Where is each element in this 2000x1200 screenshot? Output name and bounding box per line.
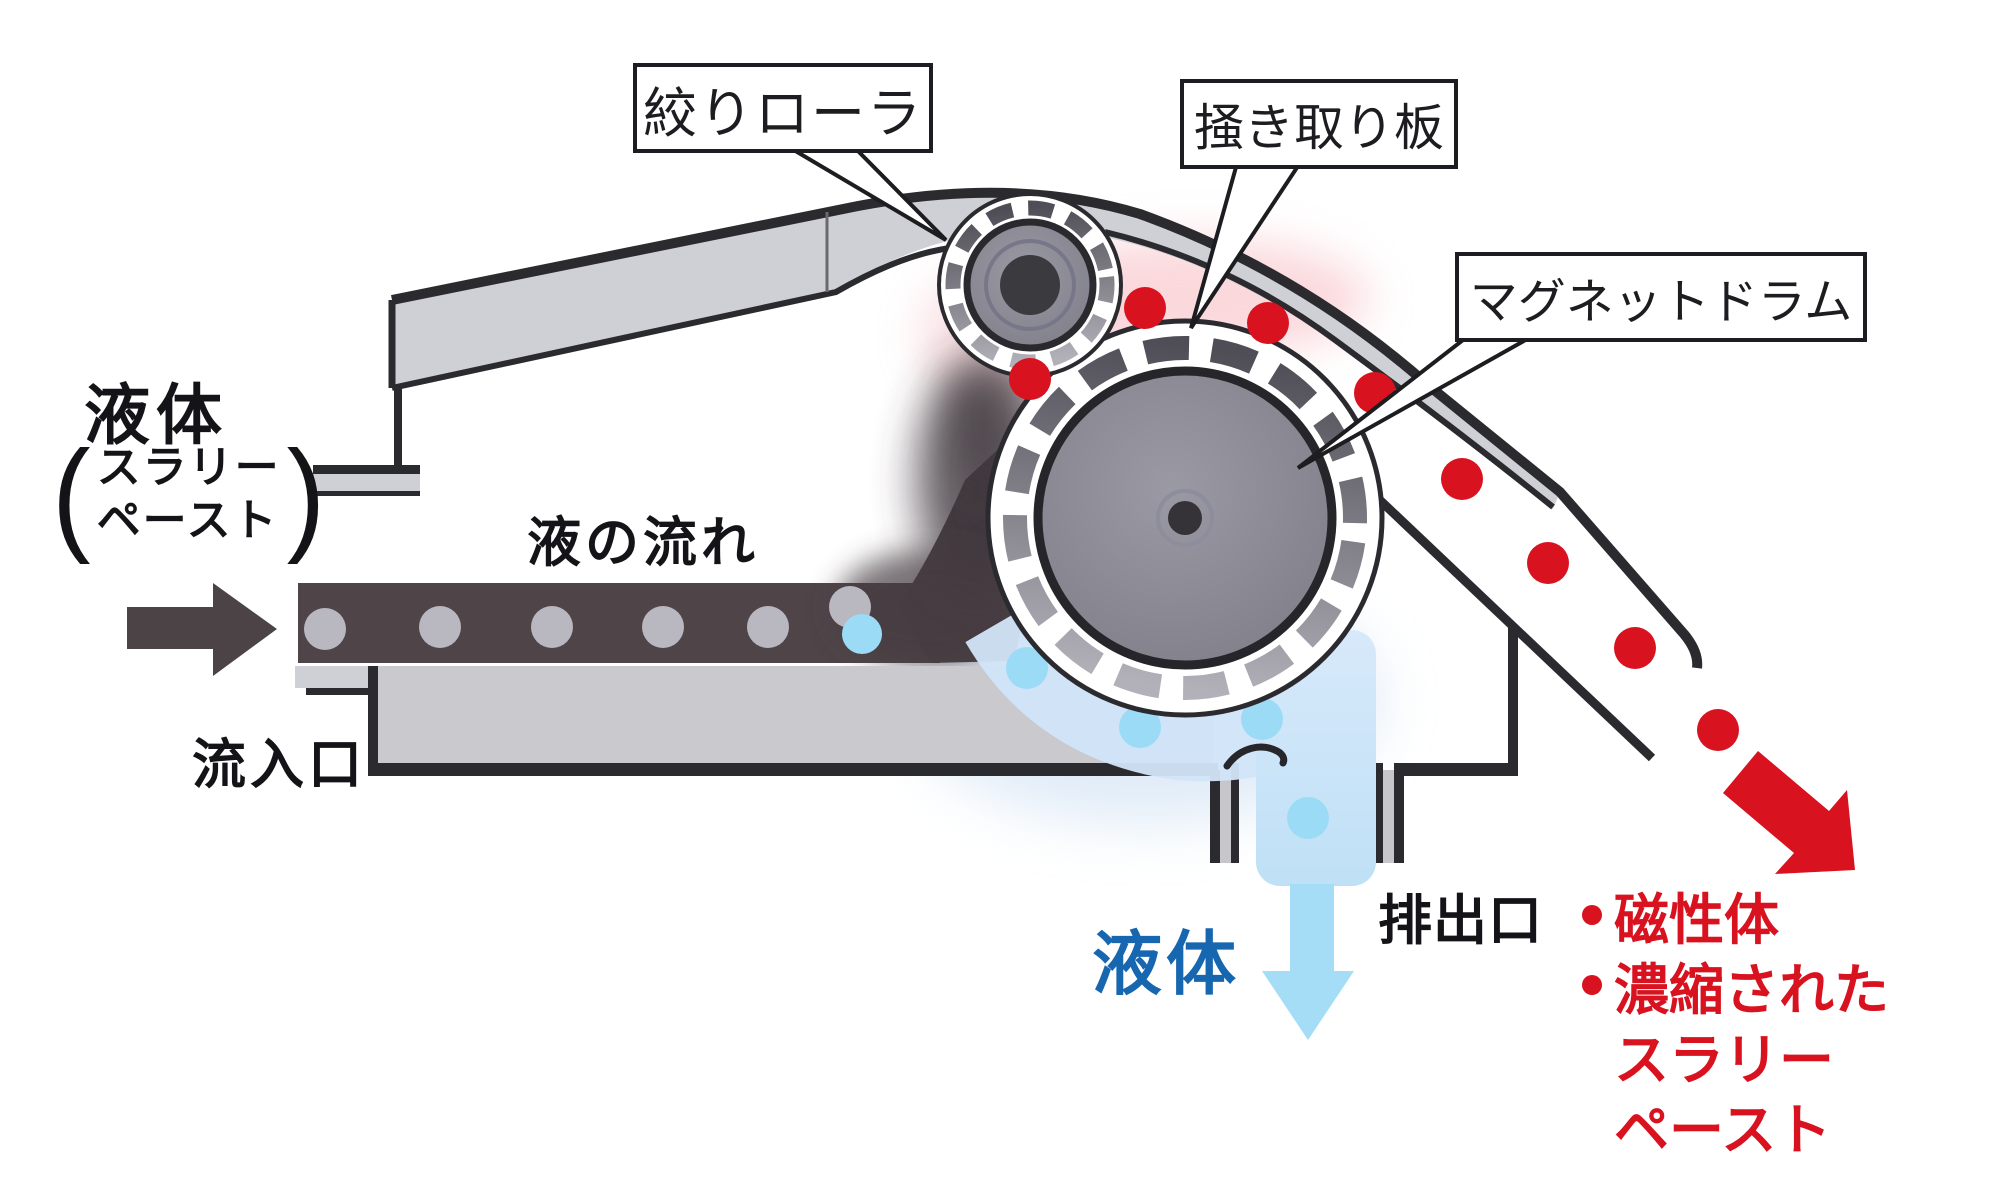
basin-right-wall [1508, 628, 1518, 776]
liquid-down-arrow-icon [1262, 884, 1354, 1040]
inlet-fluid-title: 液体 [84, 378, 228, 452]
drum-axle-ring [1156, 489, 1214, 547]
bullet-icon [1582, 905, 1602, 925]
bullet-icon [1582, 975, 1602, 995]
squeeze-roller [937, 192, 1123, 378]
label-scraper-plate: 掻き取り板 [1180, 79, 1458, 169]
roller-core [1000, 255, 1060, 315]
magnet-drum [985, 318, 1385, 718]
liquid-particle [842, 614, 882, 654]
inflow-arrow-icon [127, 583, 277, 676]
magnetic-output-list: 磁性体 濃縮された スラリー ペースト [1582, 880, 1889, 1161]
liquid-flow-leg [1256, 630, 1376, 886]
inlet-port-label: 流入口 [192, 735, 366, 795]
tray-ledge-line [306, 688, 368, 695]
top-cover [392, 192, 1560, 509]
outlet-port-label: 排出口 [1378, 891, 1543, 951]
red-output-line: スラリー [1614, 1029, 1835, 1091]
left-flange-bottom [313, 491, 420, 496]
roller-ring [984, 239, 1076, 331]
outlet-right-wall [1375, 763, 1404, 863]
cover-inner-edge-right [1104, 229, 1555, 510]
label-squeeze-roller: 絞りローラ [633, 63, 933, 153]
tray-ledge [295, 666, 368, 688]
inlet-fluid-sub-line2: ペースト [96, 495, 279, 545]
outlet-left-wall [1210, 763, 1239, 863]
inlet-fluid-sub-line1: スラリー [96, 443, 281, 492]
slurry-particles [304, 586, 871, 650]
red-output-line: ペースト [1614, 1099, 1832, 1161]
inlet-fluid-subtitle: ( スラリー ペースト ) [52, 424, 326, 565]
magnetic-output-arrow-icon [1723, 751, 1855, 874]
red-output-line: 濃縮された [1582, 950, 1889, 1021]
callout-leaders [779, 144, 1546, 470]
liquid-droplets [1006, 647, 1329, 839]
paren-open: ( [52, 424, 91, 565]
red-output-line: 磁性体 [1582, 880, 1889, 951]
tray-bottom-left [368, 763, 1218, 776]
paren-close: ) [286, 424, 326, 565]
outlet-liquid-label: 液体 [1092, 925, 1240, 1003]
flow-label: 液の流れ [527, 513, 759, 573]
scraper-blade [1223, 743, 1288, 770]
label-magnet-drum: マグネットドラム [1455, 252, 1867, 342]
left-flange-top [313, 465, 420, 474]
drum-axle [1168, 501, 1202, 535]
cover-inner-edge-left [391, 245, 951, 391]
tray-left-edge [368, 666, 378, 776]
tray-bottom-right [1394, 763, 1516, 776]
